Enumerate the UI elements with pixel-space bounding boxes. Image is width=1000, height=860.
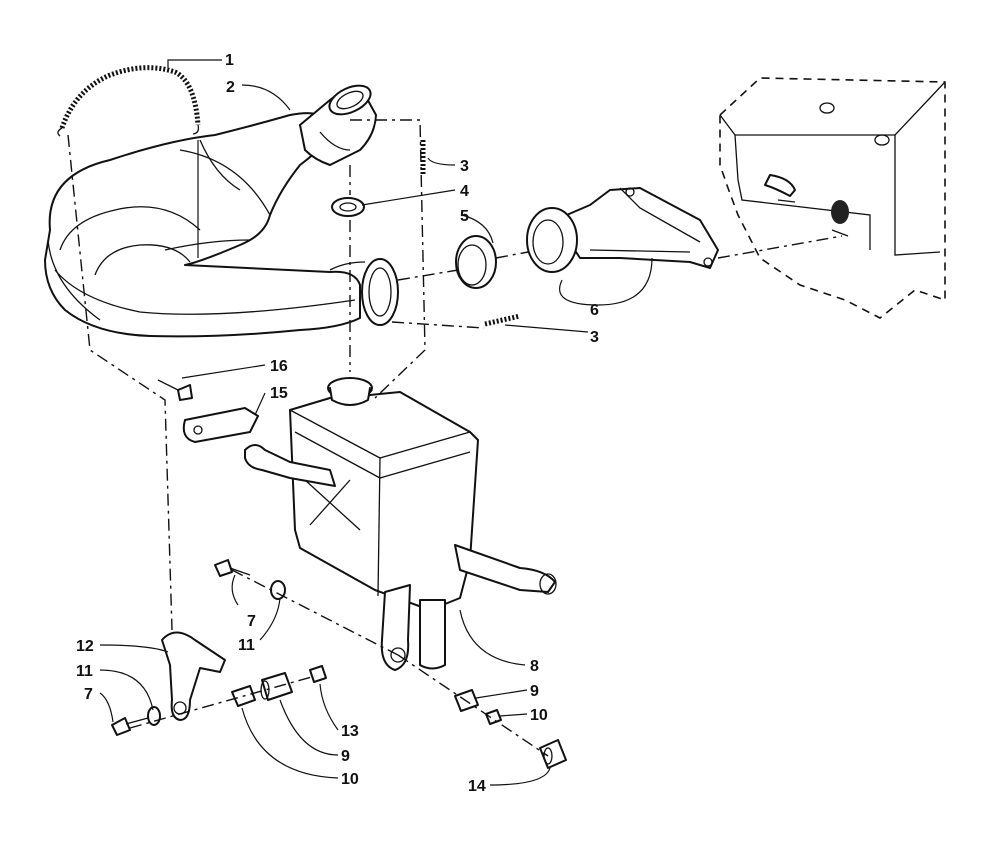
- callout-10-right: 10: [530, 707, 548, 724]
- callout-13: 13: [341, 723, 359, 740]
- callout-7-upper: 7: [247, 613, 256, 630]
- callout-12: 12: [76, 638, 94, 655]
- expansion-chamber: [44, 84, 399, 338]
- callout-labels: 1 2 3 4 5 6 3 16 15 7 11 8 12 11 7 13 9 …: [76, 52, 599, 795]
- leader-lines: [99, 59, 653, 786]
- callout-3-lower: 3: [590, 329, 599, 346]
- callout-14: 14: [468, 778, 486, 795]
- bolt-part-7-lower: [111, 717, 149, 736]
- callout-16: 16: [270, 358, 288, 375]
- seal-part-4: [331, 197, 365, 217]
- engine-block-phantom: [719, 77, 946, 319]
- rivet-part-16: [157, 379, 193, 401]
- grommet-part-14: [539, 739, 567, 769]
- bracket-part-15: [182, 407, 259, 443]
- bolt-part-7-upper: [214, 559, 251, 577]
- callout-11-upper: 11: [238, 637, 255, 654]
- callout-7-lower: 7: [84, 686, 93, 703]
- muffler: [244, 377, 557, 671]
- spring-part-1: [57, 65, 201, 137]
- callout-8: 8: [530, 658, 539, 675]
- callout-6: 6: [590, 302, 599, 319]
- exhaust-manifold: [526, 187, 719, 273]
- callout-3-upper: 3: [460, 158, 469, 175]
- washer-part-11-lower: [147, 706, 161, 726]
- callout-1: 1: [225, 52, 234, 69]
- assembly-centerlines: [67, 119, 843, 757]
- callout-9-right: 9: [530, 683, 539, 700]
- nut-part-13: [309, 665, 327, 683]
- bracket-part-12: [161, 631, 226, 721]
- callout-11-lower: 11: [76, 663, 93, 680]
- callout-5: 5: [460, 208, 469, 225]
- ring-part-5: [455, 235, 497, 289]
- callout-9-left: 9: [341, 748, 350, 765]
- callout-2: 2: [226, 79, 235, 96]
- callout-15: 15: [270, 385, 288, 402]
- callout-10-left: 10: [341, 771, 359, 788]
- spring-part-3-lower: [484, 313, 521, 327]
- callout-4: 4: [460, 183, 469, 200]
- bushing-part-10-right: [485, 709, 502, 725]
